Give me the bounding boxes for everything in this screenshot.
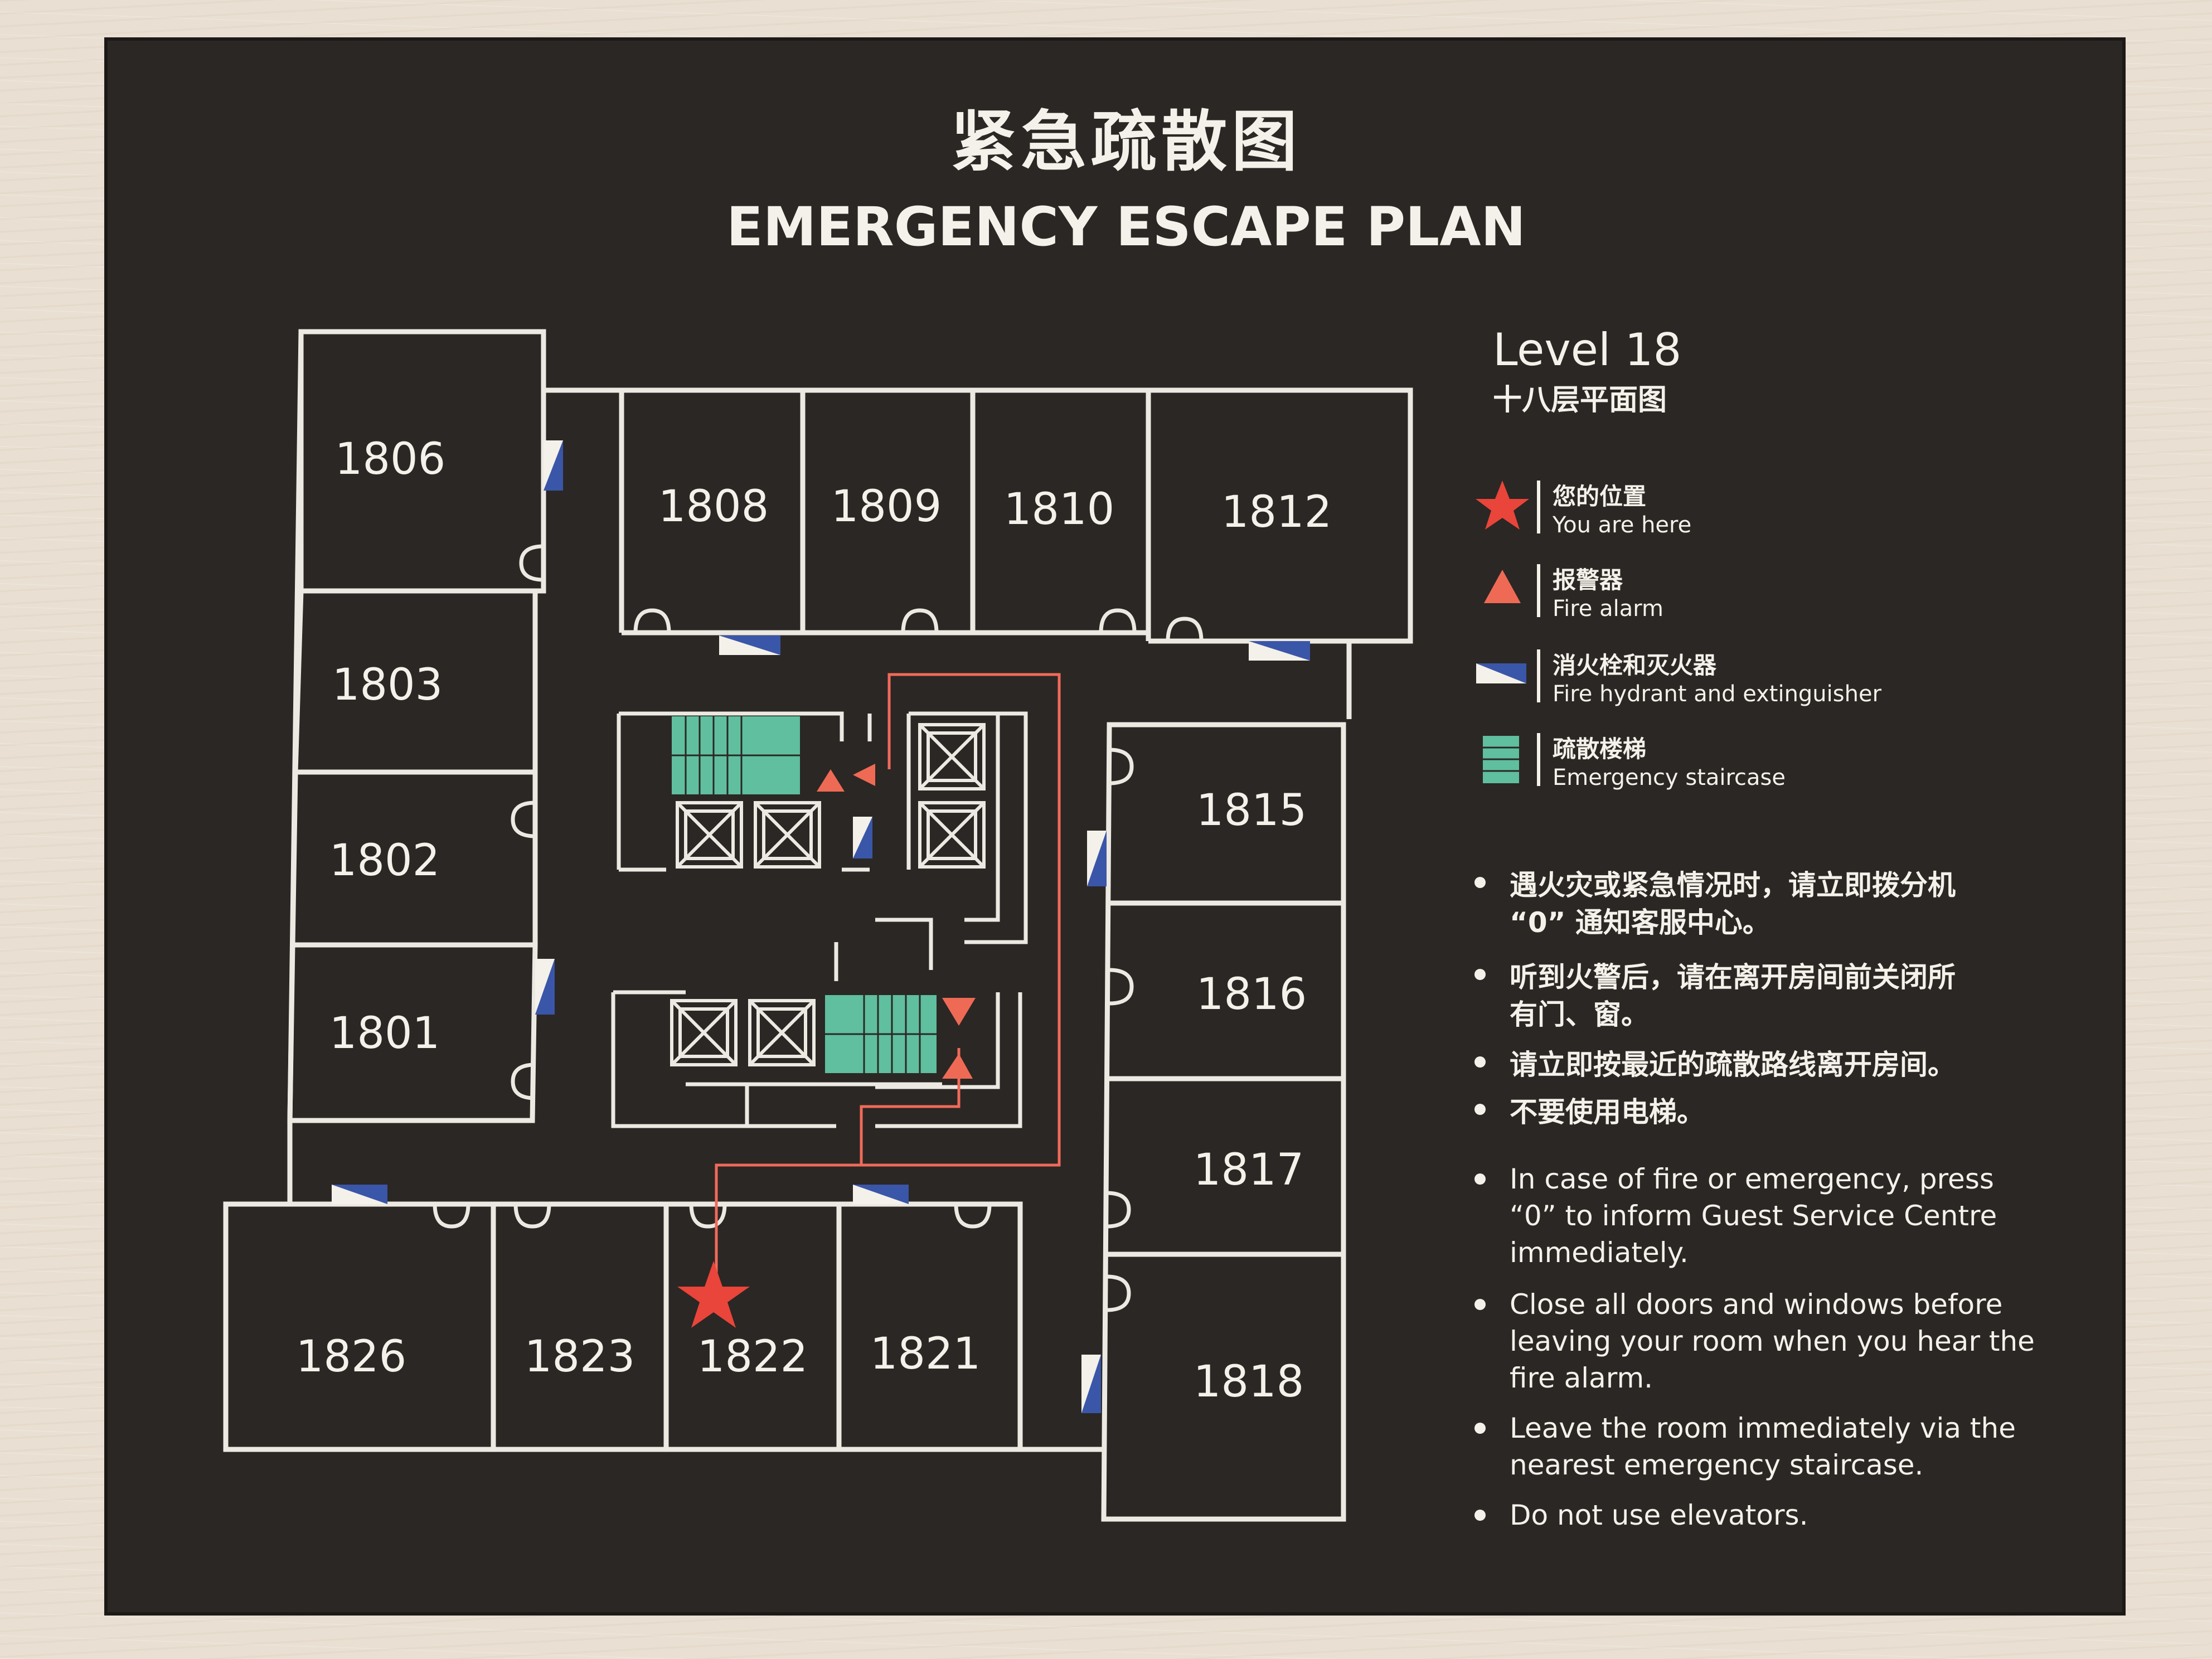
room-number: 1806 [335,434,446,484]
elevator-icon [918,801,986,869]
room-number: 1812 [1221,487,1332,537]
room-number: 1817 [1194,1145,1304,1195]
legend-label-zh: 疏散楼梯 [1553,735,1646,763]
room-number: 1815 [1196,785,1307,836]
hydrant-icon [1087,831,1107,886]
level-label-zh: 十八层平面图 [1493,384,1667,417]
note-zh-line: 遇火灾或紧急情况时，请立即拨分机 [1510,869,1956,901]
room-number: 1826 [296,1332,407,1382]
triangle-icon [1484,570,1521,603]
room-number: 1810 [1004,484,1115,535]
note-en-line: Close all doors and windows before [1510,1288,2002,1321]
level-label-en: Level 18 [1493,324,1681,376]
title-zh: 紧急疏散图 [950,103,1302,180]
legend-item-fire-alarm: 报警器 Fire alarm [1484,564,1663,622]
legend-label-zh: 报警器 [1553,566,1623,594]
hydrant-icon [535,959,555,1015]
notes-zh: 遇火灾或紧急情况时，请立即拨分机 “0” 通知客服中心。 听到火警后，请在离开房… [1474,869,1956,1128]
hydrant-icon [332,1185,387,1204]
elevators [670,723,986,1066]
legend-item-staircase: 疏散楼梯 Emergency staircase [1483,733,1786,790]
fire-alarm-icon [853,764,875,786]
hydrant-icon [853,817,872,858]
room-number: 1816 [1196,969,1307,1020]
room-number: 1818 [1194,1357,1304,1407]
room-number: 1822 [697,1332,808,1382]
staircase-icon [672,716,800,794]
staircases [672,716,937,1073]
note-zh-line: 有门、窗。 [1510,998,1649,1031]
note-en-line: Leave the room immediately via the [1510,1412,2016,1444]
hydrant-icon [853,1185,909,1204]
legend-item-you-are-here: 您的位置 You are here [1476,481,1691,538]
note-zh-line: 请立即按最近的疏散路线离开房间。 [1510,1049,1956,1081]
title-en: EMERGENCY ESCAPE PLAN [726,196,1526,258]
room-labels: 1806 1808 1809 1810 1812 1803 1802 1801 … [296,434,1332,1407]
room-number: 1809 [831,482,942,532]
legend-label-en: Fire hydrant and extinguisher [1553,681,1882,707]
legend-label-zh: 消火栓和灭火器 [1553,652,1717,679]
elevator-icon [748,999,816,1066]
note-zh-line: 听到火警后，请在离开房间前关闭所 [1510,961,1956,993]
room-number: 1821 [870,1329,981,1379]
hydrant-icon [1476,663,1526,683]
escape-route [715,673,1061,1288]
note-en-line: “0” to inform Guest Service Centre [1510,1200,1997,1232]
staircase-icon [1483,736,1519,783]
legend-label-en: Emergency staircase [1553,765,1786,790]
note-zh-line: “0” 通知客服中心。 [1510,906,1770,939]
fire-alarm-icon [817,769,845,792]
room-number: 1802 [329,836,440,886]
room-number: 1801 [329,1008,440,1059]
you-are-here-star-icon [677,1261,750,1328]
note-en-line: leaving your room when you hear the [1510,1325,2035,1357]
elevator-icon [918,723,986,790]
legend: 您的位置 You are here 报警器 Fire alarm 消火栓和灭火器… [1476,481,1882,790]
note-en-line: fire alarm. [1510,1362,1653,1394]
floor-walls [223,329,1413,1522]
room-number: 1808 [658,482,769,532]
fire-alarm-icon [942,998,976,1026]
elevator-icon [754,801,821,869]
note-en-line: nearest emergency staircase. [1510,1449,1923,1481]
note-en-line: In case of fire or emergency, press [1510,1163,1994,1195]
legend-label-en: Fire alarm [1553,596,1663,622]
staircase-icon [825,995,937,1073]
note-zh-line: 不要使用电梯。 [1510,1096,1705,1128]
fire-alarm-icon [942,1054,973,1079]
sign-board [106,39,2124,1614]
hydrant-icon [1081,1355,1101,1413]
room-number: 1823 [525,1332,636,1382]
star-icon [1476,481,1529,530]
notes-en: In case of fire or emergency, press “0” … [1474,1163,2035,1531]
fire-hydrants [332,440,1310,1413]
elevator-icon [676,801,743,869]
hydrant-icon [544,440,563,491]
note-en-line: immediately. [1510,1236,1689,1269]
room-number: 1803 [332,660,443,710]
hydrant-icon [1249,641,1310,661]
note-en-line: Do not use elevators. [1510,1499,1808,1531]
legend-item-fire-hydrant: 消火栓和灭火器 Fire hydrant and extinguisher [1476,649,1882,707]
hydrant-icon [719,636,780,655]
legend-label-en: You are here [1552,512,1691,538]
elevator-icon [670,999,738,1066]
legend-label-zh: 您的位置 [1553,483,1646,510]
fire-alarms [817,764,976,1079]
